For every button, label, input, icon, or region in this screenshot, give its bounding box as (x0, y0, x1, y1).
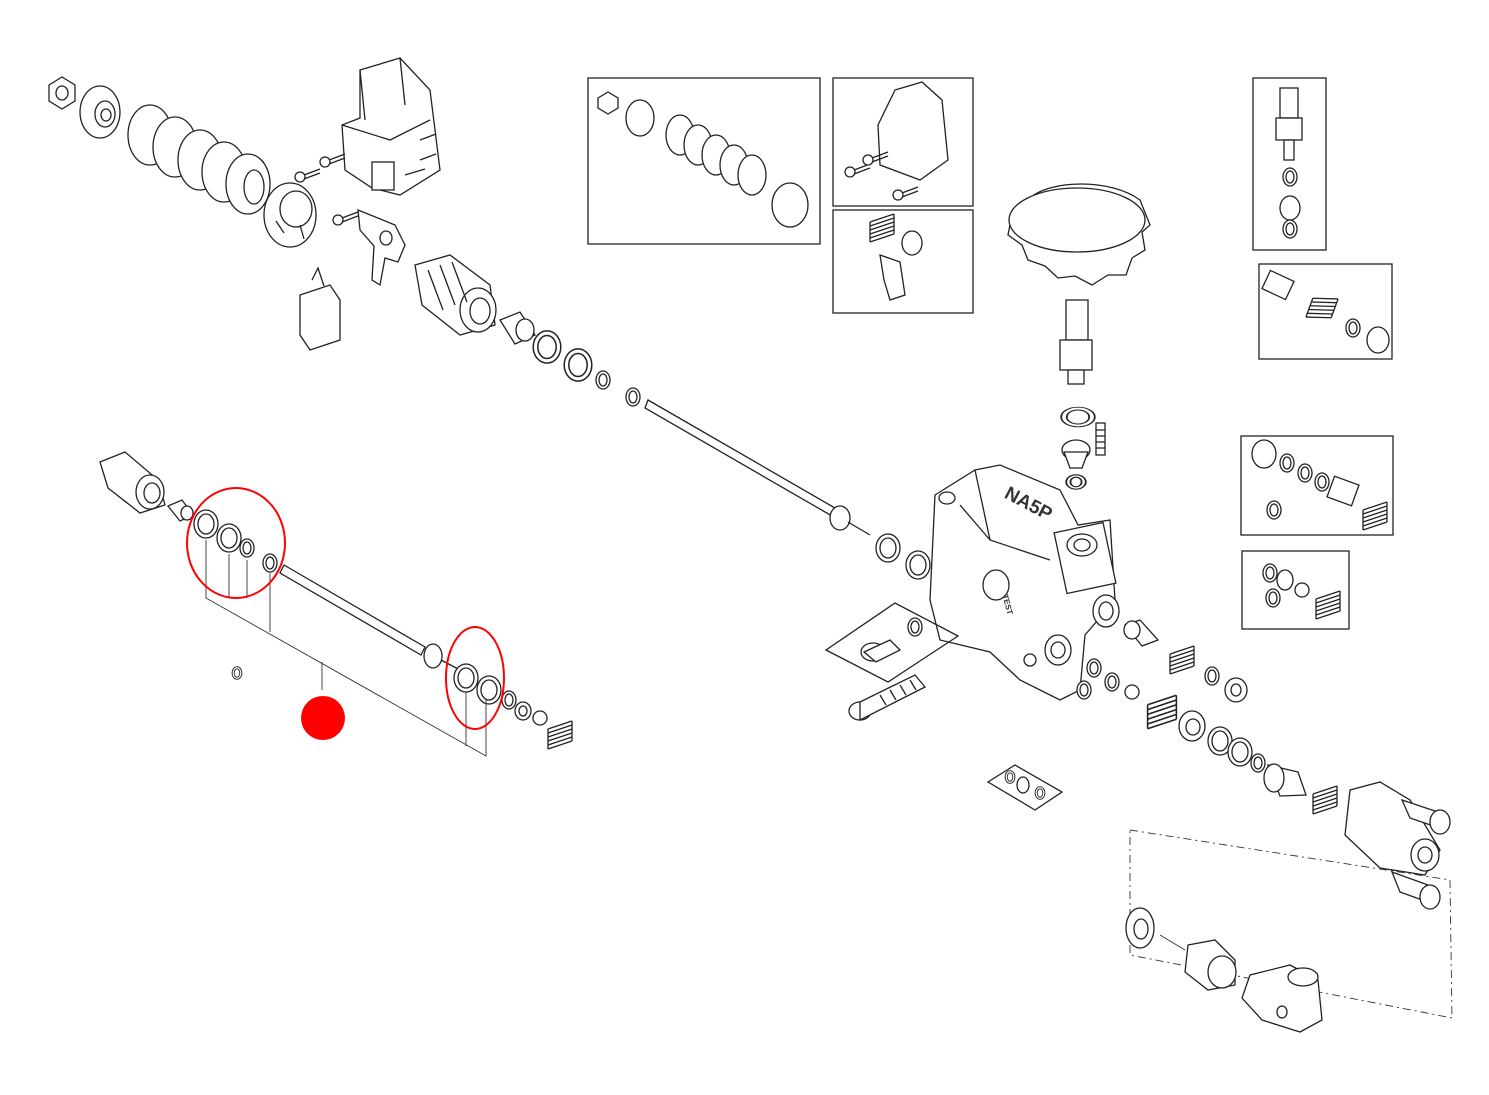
leader-lines (205, 540, 487, 757)
reference-marker-dot (301, 696, 345, 740)
elbow-fitting (1241, 964, 1323, 1033)
oring-a2 (563, 348, 593, 382)
oring-b4 (1076, 680, 1092, 700)
oring-b2 (1086, 658, 1102, 678)
oring-stem (1060, 406, 1096, 428)
microswitch-housing (341, 57, 441, 196)
inset-box-check-valve (1240, 435, 1394, 536)
oring-b6 (1227, 737, 1253, 767)
oring-c2 (216, 523, 242, 553)
valve-stem (1059, 299, 1093, 385)
oring-c3 (239, 538, 255, 558)
oring-b1 (1204, 666, 1220, 686)
oring-c5 (453, 663, 479, 693)
spacer-sleeve (166, 499, 194, 522)
inset-box-bypass (1258, 263, 1393, 360)
pump-manifold-body: NA5P TEST (929, 464, 1120, 701)
inset-box-lever (832, 209, 974, 314)
outlet-fitting (414, 254, 497, 336)
highlight-circle-seal-kit-right (445, 626, 505, 730)
inset-box-small-valve (1241, 550, 1350, 630)
cap-screw (848, 674, 927, 722)
small-valve-inset (986, 764, 1064, 811)
main-spring (127, 104, 271, 215)
spring-b3 (1312, 785, 1338, 815)
oring-c7 (501, 690, 517, 710)
oring-a1 (532, 330, 562, 364)
oring-a5 (875, 533, 901, 563)
outlet-manifold (1344, 781, 1441, 876)
spring-cup (263, 182, 317, 248)
valve-seat (1061, 439, 1091, 469)
screw-3 (332, 211, 359, 226)
spring-b2 (1146, 694, 1178, 730)
inset-box-valve-stem (1252, 77, 1327, 251)
oring-a3 (595, 370, 611, 390)
oring-b7 (1250, 753, 1266, 773)
inset-box-switch (832, 77, 974, 207)
ball-c (532, 710, 548, 726)
screw-2 (319, 153, 346, 168)
oring-c4 (262, 553, 278, 573)
set-screw (1095, 422, 1106, 456)
oring-c1 (193, 509, 219, 539)
oring-seat (1065, 473, 1087, 491)
cap-screw-r2 (1390, 870, 1441, 910)
microswitch (299, 266, 341, 351)
seat-b2 (1178, 710, 1206, 742)
oring-a6 (905, 550, 931, 580)
piston-rod-upper (644, 399, 871, 536)
oring-c8 (231, 666, 243, 680)
spring-c (547, 720, 573, 750)
check-valve-pin (1123, 619, 1160, 647)
spring-seat-washer (79, 85, 121, 139)
oring-b3 (1104, 672, 1120, 692)
seat-c (514, 701, 532, 721)
highlight-circle-seal-kit-left (186, 487, 286, 599)
spring-b1 (1169, 645, 1195, 675)
bolt-inset (824, 602, 960, 683)
hex-nut-top (48, 76, 76, 110)
ball-b1 (1124, 684, 1140, 700)
cap-b1 (1224, 677, 1248, 703)
cap-screw-r1 (1400, 798, 1451, 835)
screw-1 (294, 168, 321, 183)
inset-box-spring (587, 77, 821, 245)
adjustment-knob (1007, 183, 1151, 286)
hex-adapter (1184, 939, 1237, 991)
inlet-fitting (99, 451, 166, 514)
plunger-b (1263, 763, 1307, 797)
piston-rod-lower (279, 564, 461, 671)
sleeve (499, 311, 536, 345)
flat-washer (1125, 907, 1186, 951)
oring-a4 (625, 387, 641, 407)
actuator-lever (357, 208, 406, 287)
oring-c6 (476, 675, 502, 705)
